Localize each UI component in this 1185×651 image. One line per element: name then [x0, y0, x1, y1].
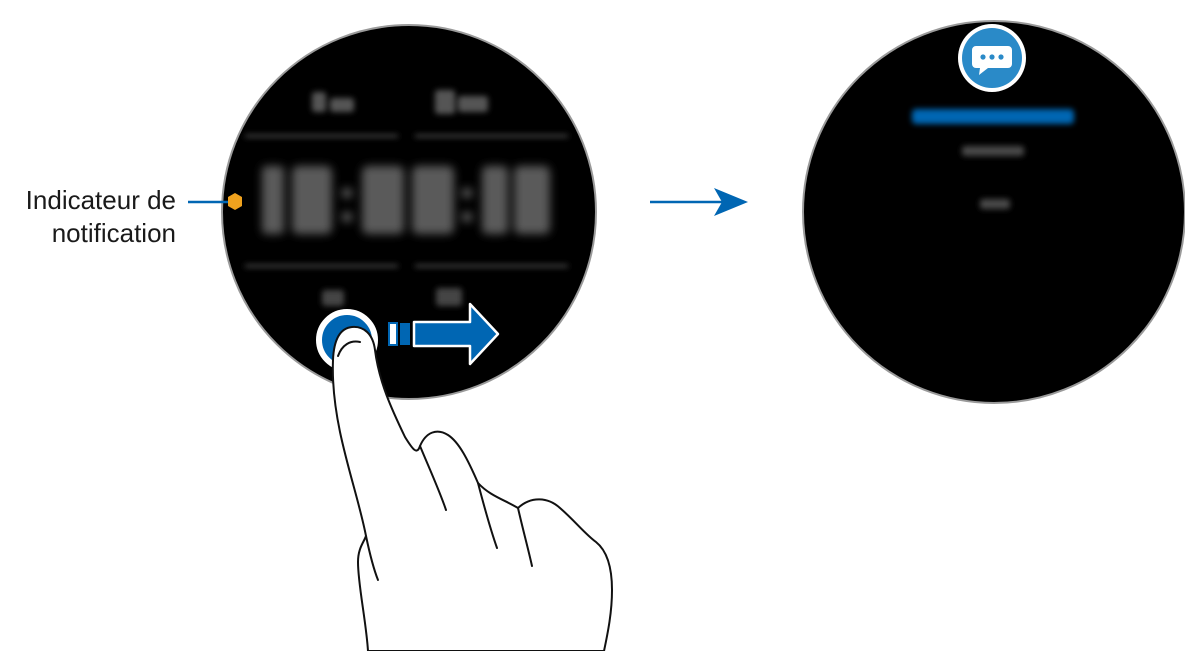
- notification-sender-blurred: [912, 109, 1074, 124]
- message-bubble-icon[interactable]: [958, 24, 1026, 92]
- notification-body-blurred: [980, 199, 1010, 209]
- right-arrow-icon: [650, 188, 748, 216]
- notification-time-blurred: [962, 146, 1024, 156]
- right-watch: [803, 21, 1185, 403]
